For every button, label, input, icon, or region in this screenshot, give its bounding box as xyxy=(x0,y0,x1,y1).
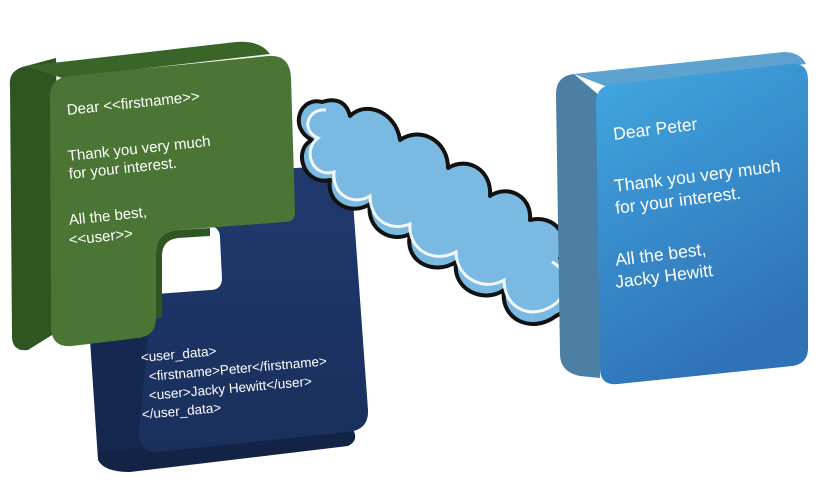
processing-cloud xyxy=(296,98,577,326)
template-block-side xyxy=(9,58,61,351)
result-block-front xyxy=(596,63,808,385)
xml-block-window xyxy=(152,226,222,294)
result-letter-block xyxy=(556,52,808,385)
template-block-cutout-lip xyxy=(156,228,210,318)
template-letter-block xyxy=(9,41,295,351)
xml-data-block xyxy=(90,165,369,472)
cloud-shape xyxy=(296,98,577,326)
cloud-inner-stroke xyxy=(306,108,567,314)
template-block-front xyxy=(50,55,295,347)
result-block-side xyxy=(556,74,600,378)
template-block-top xyxy=(26,41,270,78)
result-block-top xyxy=(574,52,806,88)
xml-block-bottom xyxy=(98,428,356,472)
